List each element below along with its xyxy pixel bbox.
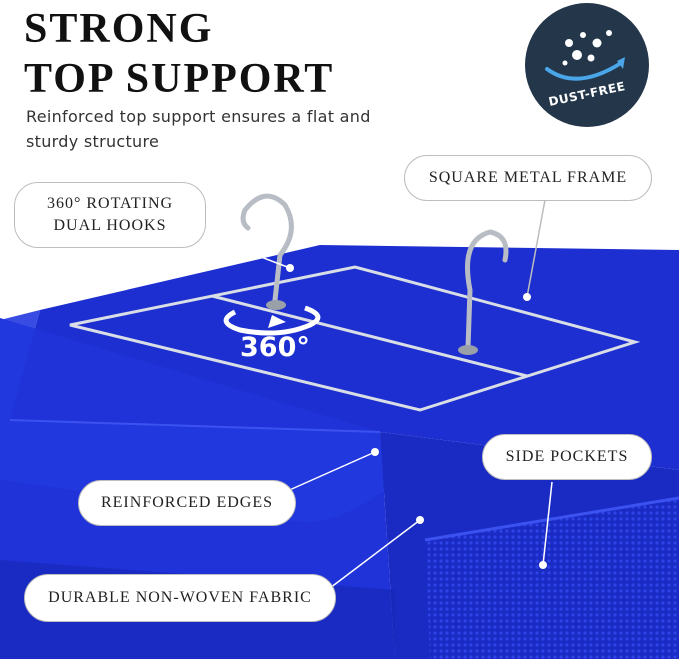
subtitle: Reinforced top support ensures a flat an…: [26, 107, 371, 151]
page-title: STRONG TOP SUPPORT: [24, 4, 334, 104]
rotation-label: 360°: [240, 332, 310, 363]
title-line-1: STRONG: [24, 6, 214, 52]
callout-edges: REINFORCED EDGES: [78, 480, 296, 526]
title-line-2: TOP SUPPORT: [24, 56, 335, 102]
callout-pockets: SIDE POCKETS: [482, 434, 652, 480]
hook-left: [240, 193, 294, 303]
dust-free-badge: DUST-FREE: [525, 3, 649, 127]
hook-right: [465, 229, 509, 351]
callout-fabric: DURABLE NON-WOVEN FABRIC: [24, 574, 336, 622]
square-metal-frame: [69, 265, 641, 412]
reinforced-edge-flap: [0, 310, 385, 522]
rotation-arrow-icon: [223, 305, 321, 336]
callout-pockets-text: SIDE POCKETS: [505, 448, 629, 465]
callout-fabric-text: DURABLE NON-WOVEN FABRIC: [48, 589, 312, 606]
callout-hooks-text: 360° ROTATING DUAL HOOKS: [46, 195, 174, 234]
callout-frame: SQUARE METAL FRAME: [404, 155, 652, 201]
dust-particles-arrow-icon: [545, 30, 625, 81]
side-pocket-mesh: [425, 498, 679, 659]
callout-edges-text: REINFORCED EDGES: [100, 494, 273, 511]
callout-hooks: 360° ROTATING DUAL HOOKS: [14, 182, 206, 248]
callout-frame-text: SQUARE METAL FRAME: [428, 169, 628, 186]
